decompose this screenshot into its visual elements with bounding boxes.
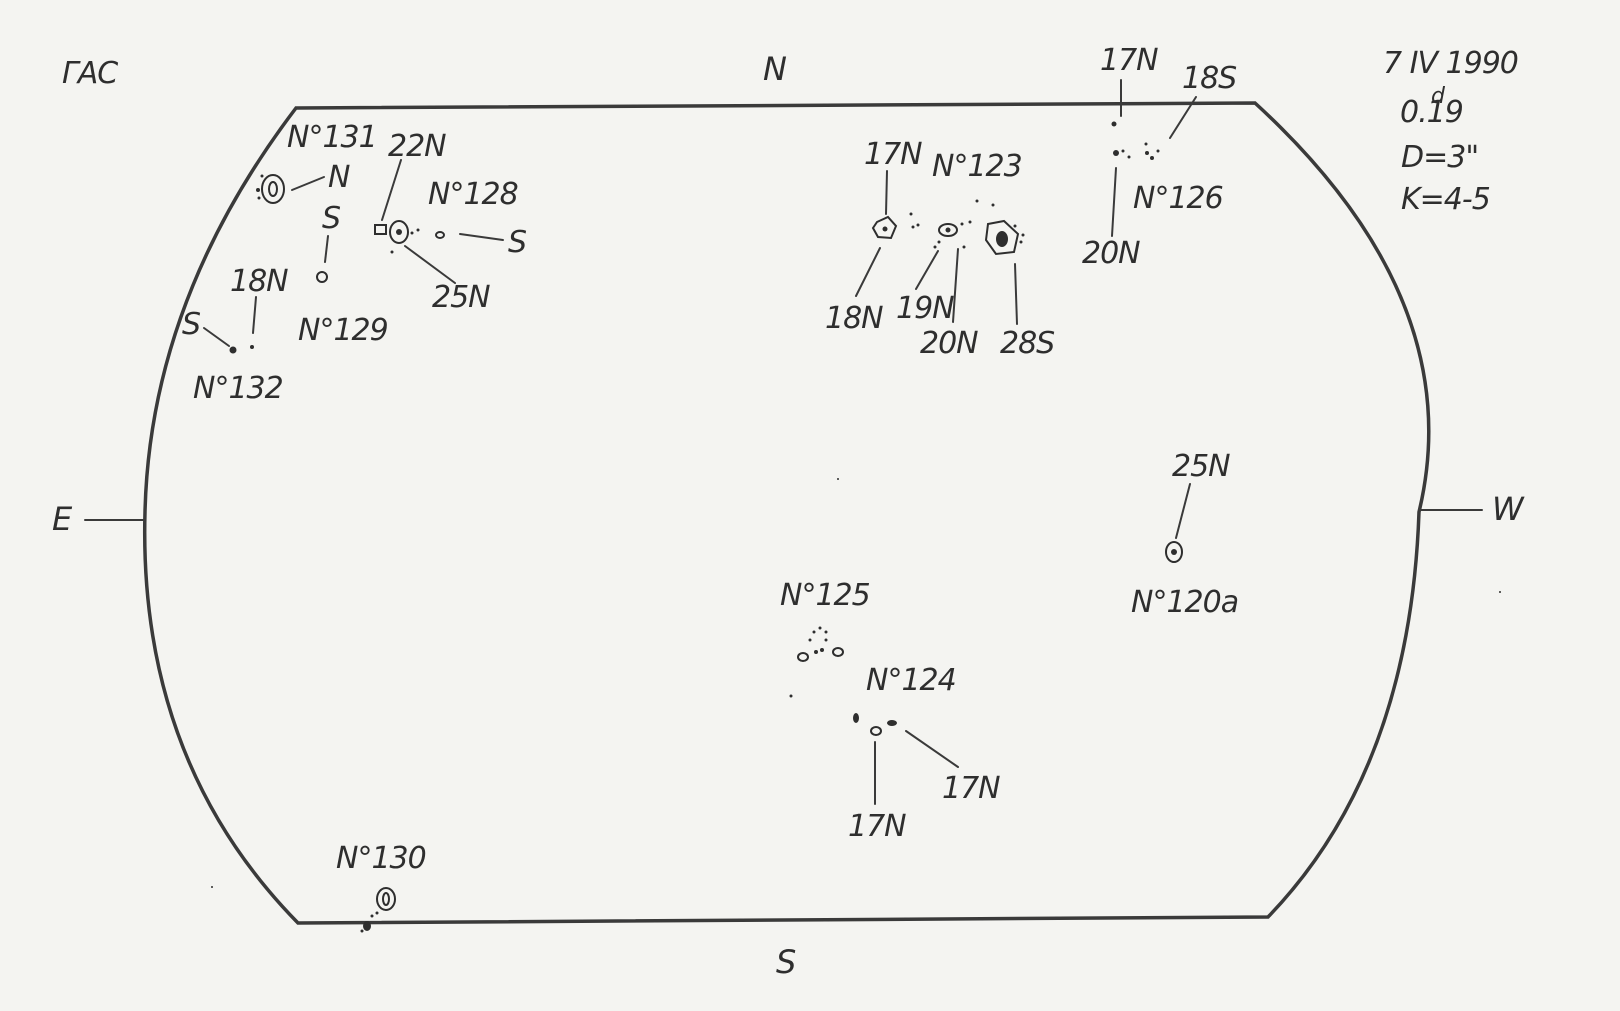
north-label: N (763, 50, 787, 88)
sunspot (938, 223, 958, 237)
sunspot (887, 720, 897, 726)
group-123-lat-d: 20N (920, 326, 978, 361)
group-120a-lat: 25N (1172, 449, 1230, 484)
group-129-number: N°129 (298, 313, 388, 348)
sunspot (261, 174, 285, 204)
group-120a-number: N°120a (1131, 585, 1238, 620)
group-132-lat-top: 18N (230, 264, 288, 299)
sunspot (316, 271, 328, 283)
south-label: S (776, 943, 796, 981)
group-131-pole: N (328, 160, 350, 195)
sunspot (1165, 541, 1183, 563)
sunspot (1113, 150, 1119, 156)
sunspot (871, 215, 898, 240)
disk-outline (142, 101, 1431, 925)
sunspot (984, 219, 1020, 256)
group-132-number: N°132 (193, 371, 283, 406)
group-128: N°128 22N S 25N (374, 129, 528, 315)
time-superscript: d (1431, 84, 1446, 109)
group-124: N°124 17N 17N (848, 663, 1001, 844)
sunspot-umbra (382, 892, 390, 906)
sunspot (832, 647, 844, 657)
group-129: S N°129 (298, 201, 389, 348)
sunspot (250, 345, 254, 349)
group-128-lat-bottom: 25N (432, 280, 490, 315)
group-130-number: N°130 (336, 841, 426, 876)
sunspot (435, 231, 445, 239)
group-126: 17N 18S N°126 20N (1082, 43, 1238, 271)
group-126-lat-bottom: 20N (1082, 236, 1140, 271)
group-132-pole: S (182, 307, 201, 342)
group-123-lat-e: 28S (1000, 326, 1055, 361)
group-128-lat-left: 22N (388, 129, 446, 164)
group-126-lat-top-left: 17N (1100, 43, 1158, 78)
group-126-number: N°126 (1133, 181, 1223, 216)
group-125: N°125 (780, 578, 871, 698)
observatory-label: ГАС (62, 56, 118, 91)
group-124-number: N°124 (866, 663, 956, 698)
sunspot (374, 224, 387, 235)
group-132: 18N S N°132 (182, 264, 289, 406)
sunspot (376, 887, 396, 911)
group-123-lat-a: 17N (864, 137, 922, 172)
group-125-number: N°125 (780, 578, 870, 613)
sunspot (389, 220, 409, 244)
group-124-lat-right: 17N (942, 771, 1000, 806)
group-129-pole: S (322, 201, 341, 236)
group-120a: 25N N°120a (1131, 449, 1239, 620)
date-label: 7 IV 1990 (1383, 46, 1518, 81)
group-131: N°131 N (256, 120, 378, 204)
group-128-lat-right: S (508, 225, 527, 260)
sunspot (1111, 121, 1117, 127)
diameter-label: D=3" (1401, 140, 1478, 175)
sunspot-umbra (268, 181, 278, 197)
group-124-lat-bottom: 17N (848, 809, 906, 844)
west-label: W (1492, 490, 1525, 528)
sunspot (797, 652, 809, 662)
sunspot (229, 346, 237, 354)
group-123-lat-b: 18N (825, 301, 883, 336)
east-label: E (52, 500, 73, 538)
stray-specks (211, 478, 1501, 888)
group-128-number: N°128 (428, 177, 518, 212)
group-123: N°123 17N 18N 19N 20N 28S (825, 137, 1056, 361)
quality-label: K=4-5 (1401, 182, 1490, 217)
group-131-number: N°131 (287, 120, 377, 155)
group-123-lat-c: 19N (896, 291, 954, 326)
group-130: N°130 (336, 841, 427, 933)
group-126-lat-top-right: 18S (1182, 61, 1237, 96)
sunspot (870, 726, 882, 736)
time-label: 0.19 (1400, 95, 1463, 130)
sunspot (853, 713, 859, 723)
group-123-number: N°123 (932, 149, 1022, 184)
